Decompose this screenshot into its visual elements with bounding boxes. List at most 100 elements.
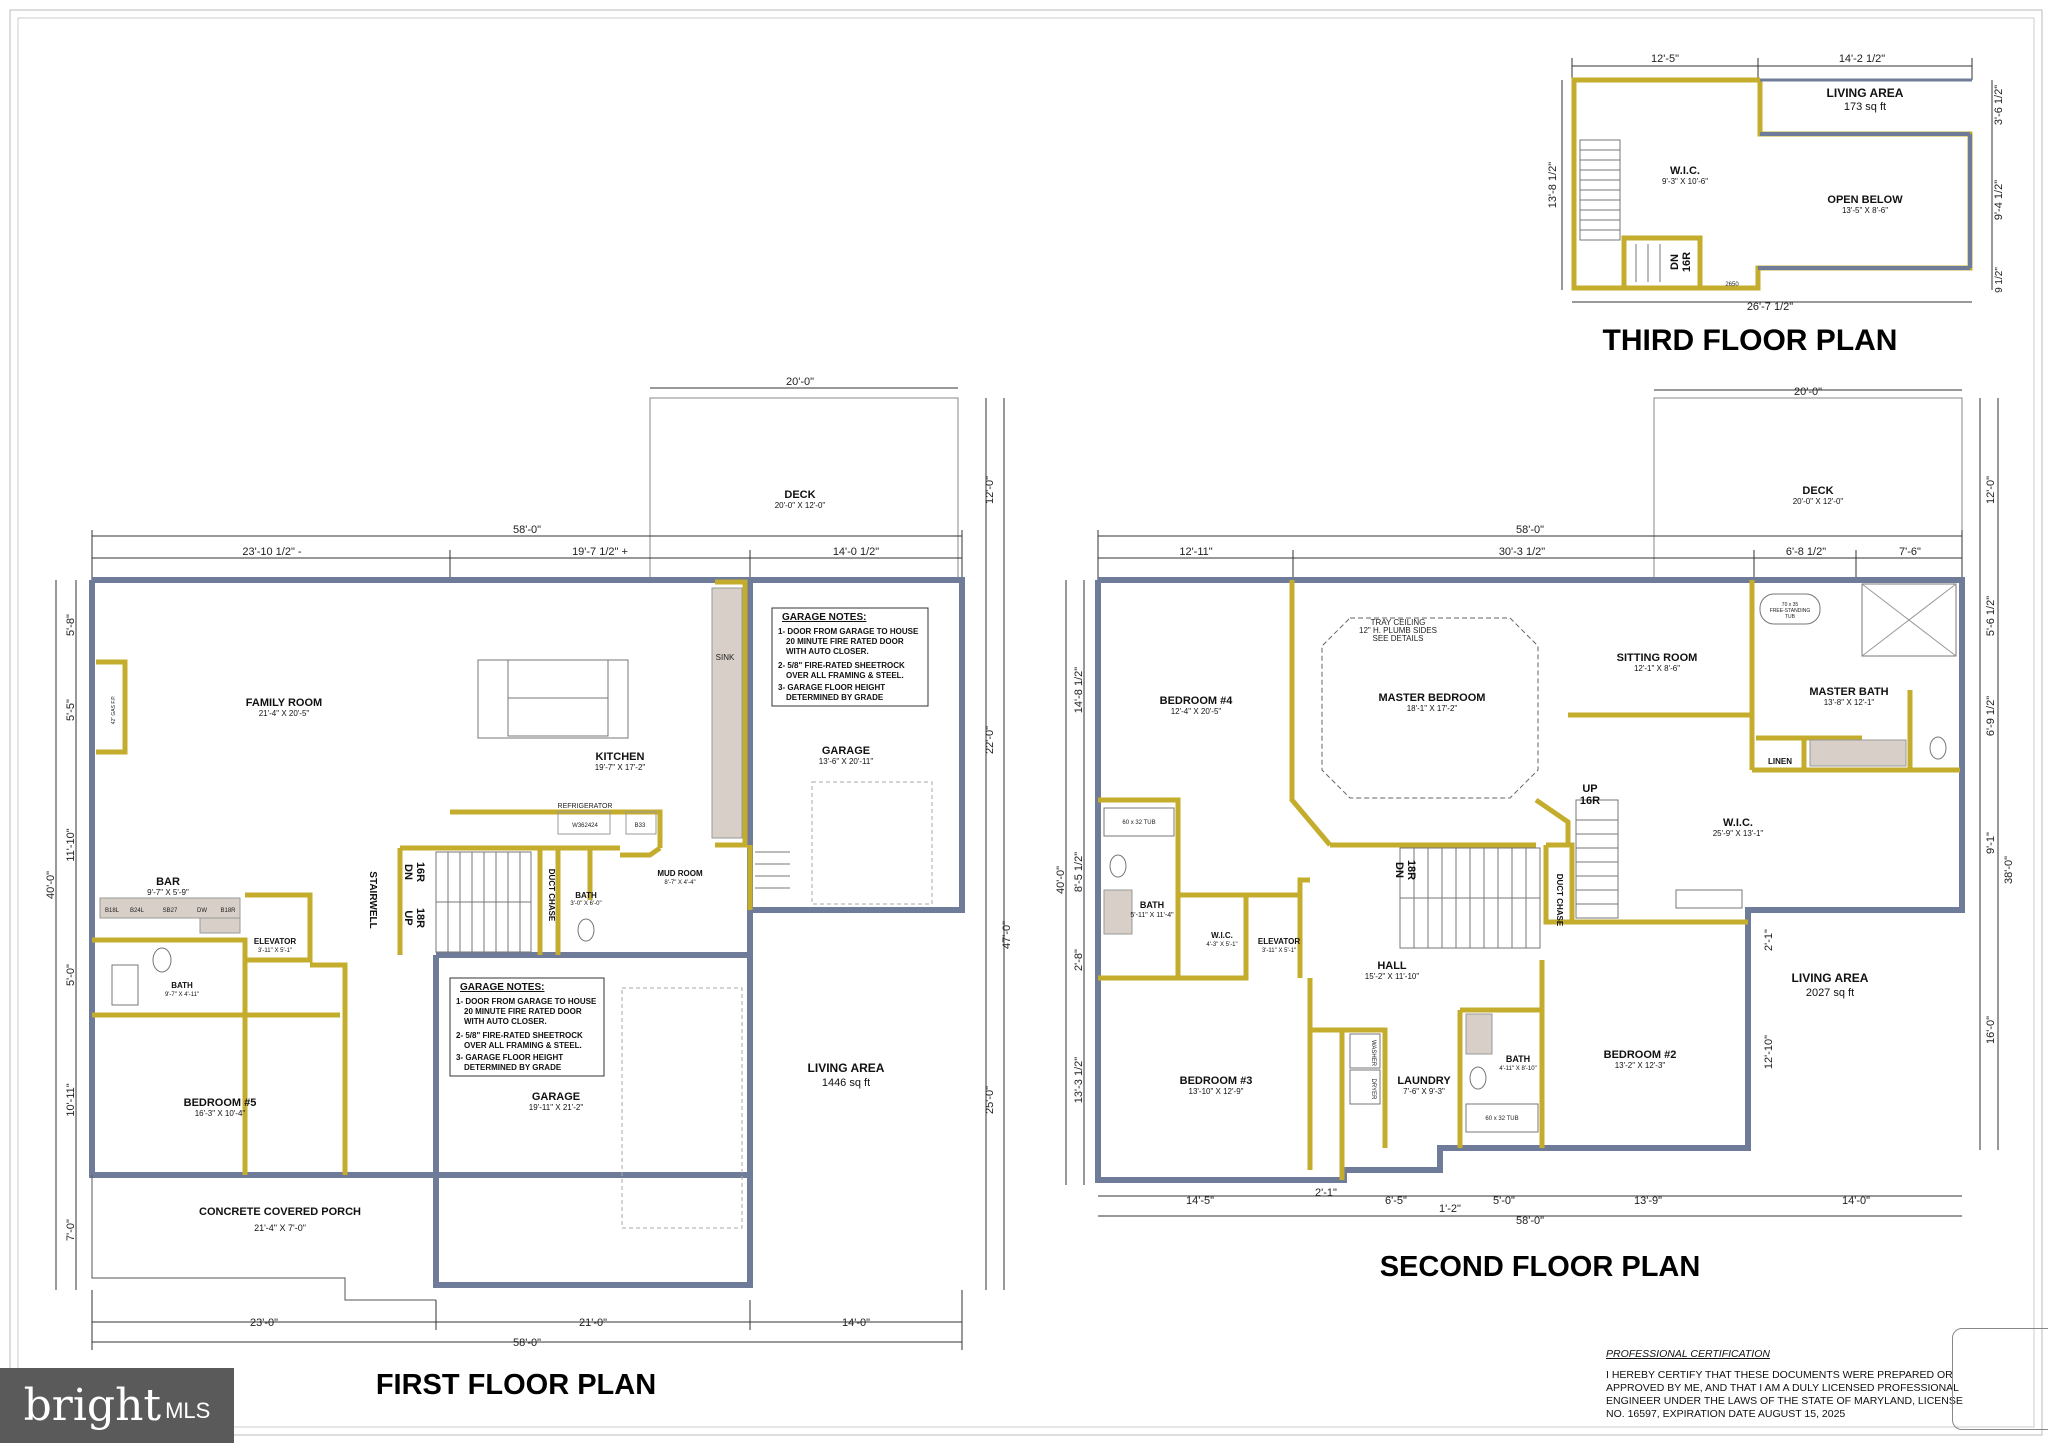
second-master-bedroom-label: MASTER BEDROOM (1379, 692, 1486, 704)
dim-third-left: 13'-8 1/2" (1547, 162, 1559, 208)
third-stair-risers: 16R (1681, 252, 1693, 272)
dim-third-right-c: 9 1/2" (1994, 267, 2005, 293)
second-living-area-label: LIVING AREA (1792, 971, 1869, 985)
svg-text:B18R: B18R (220, 908, 236, 914)
third-wic-label: W.I.C. (1670, 165, 1700, 177)
dim-first-left-f: 7'-0" (65, 1219, 77, 1241)
bright-mls-logo: bright MLS (0, 1368, 234, 1443)
second-elevator-size: 3'-11" X 5'-1" (1262, 948, 1296, 954)
third-floor-title: THIRD FLOOR PLAN (1603, 324, 1898, 357)
third-open-below-label: OPEN BELOW (1827, 194, 1903, 206)
second-bath-b-label: BATH (1506, 1054, 1530, 1064)
first-garage-note-b1: 1- DOOR FROM GARAGE TO HOUSE (456, 997, 597, 1006)
svg-text:42" GAS F.P.: 42" GAS F.P. (111, 696, 117, 725)
first-garage-note-a2: 20 MINUTE FIRE RATED DOOR (786, 637, 904, 646)
first-garage-rear-size: 13'-6" X 20'-11" (819, 757, 874, 766)
second-washer-label: WASHER (1370, 1040, 1376, 1067)
second-deck-label: DECK (1802, 485, 1833, 497)
first-garage-note-a5: OVER ALL FRAMING & STEEL. (786, 671, 904, 680)
second-elevator-label: ELEVATOR (1258, 937, 1300, 946)
dim-second-top-b: 30'-3 1/2" (1499, 546, 1545, 558)
first-mudroom-label: MUD ROOM (657, 869, 703, 878)
first-stair-dn-dir: DN (402, 864, 414, 880)
second-tray-note-2: 12" H. PLUMB SIDES (1359, 626, 1437, 635)
first-deck-label: DECK (784, 489, 815, 501)
second-stair-dn-risers: 18R (1405, 860, 1417, 880)
first-bar-size: 9'-7" X 5'-9" (147, 888, 189, 897)
second-wic-small-label: W.I.C. (1211, 931, 1233, 940)
first-bar-label: BAR (156, 876, 180, 888)
third-living-area-size: 173 sq ft (1844, 101, 1886, 113)
second-bath-a-label: BATH (1140, 900, 1164, 910)
dim-second-left-total: 40'-0" (1055, 866, 1067, 894)
third-wic-size: 9'-3" X 10'-6" (1662, 177, 1708, 186)
dim-second-right-total: 38'-0" (2003, 856, 2015, 884)
dim-first-left-d: 5'-0" (65, 964, 77, 986)
second-wic-size: 25'-9" X 13'-1" (1713, 829, 1764, 838)
second-tub-label-a: 60 x 32 TUB (1122, 820, 1155, 826)
first-halfbath-size: 3'-0" X 6'-0" (570, 901, 601, 907)
first-garage-note-b5: OVER ALL FRAMING & STEEL. (464, 1041, 582, 1050)
dim-second-left-b: 8'-5 1/2" (1073, 852, 1085, 892)
second-bedroom3-label: BEDROOM #3 (1180, 1075, 1253, 1087)
first-bath-size: 9'-7" X 4'-11" (165, 992, 199, 998)
second-living-area-size: 2027 sq ft (1806, 987, 1854, 999)
dim-second-bottom-d: 1'-2" (1439, 1203, 1461, 1215)
second-hall-label: HALL (1377, 960, 1407, 972)
third-floor-plan: 12'-5" 14'-2 1/2" 26'-7 1/2" 13'-8 1/2" … (1547, 53, 2005, 357)
second-bedroom2-size: 13'-2" X 12'-3" (1615, 1061, 1666, 1070)
first-stairwell-label: STAIRWELL (367, 871, 378, 928)
second-sitting-room-label: SITTING ROOM (1617, 652, 1698, 664)
second-laundry-size: 7'-6" X 9'-3" (1403, 1087, 1445, 1096)
first-duct-chase: DUCT CHASE (547, 869, 556, 922)
logo-brand: bright (23, 1380, 162, 1431)
second-stair-up-risers: 16R (1580, 795, 1600, 807)
dim-first-bottom-c: 14'-0" (842, 1317, 870, 1329)
first-porch-label: CONCRETE COVERED PORCH (199, 1206, 361, 1218)
second-dryer-label: DRYER (1370, 1079, 1376, 1101)
dim-first-top-a: 23'-10 1/2" - (242, 546, 302, 558)
first-floor-plan: 20'-0" DECK 20'-0" X 12'-0" 58'-0" 23'-1… (45, 376, 1013, 1401)
certification-heading: PROFESSIONAL CERTIFICATION (1606, 1348, 1770, 1360)
dim-first-bottom-b: 21'-0" (579, 1317, 607, 1329)
second-bedroom3-size: 13'-10" X 12'-9" (1189, 1087, 1244, 1096)
svg-text:B24L: B24L (130, 908, 145, 914)
first-porch-size: 21'-4" X 7'-0" (254, 1223, 306, 1233)
first-bedroom5-size: 16'-3" X 10'-4" (195, 1109, 246, 1118)
first-garage-note-a6: 3- GARAGE FLOOR HEIGHT (778, 683, 885, 692)
second-tub-note-3: TUB (1785, 614, 1796, 620)
first-family-room-label: FAMILY ROOM (246, 697, 322, 709)
second-linen-label: LINEN (1768, 757, 1792, 766)
dim-third-right-a: 3'-6 1/2" (1993, 85, 2005, 125)
dim-first-left-c: 11'-10" (65, 828, 77, 861)
dim-second-deck: 20'-0" (1794, 386, 1822, 398)
second-hall-size: 15'-2" X 11'-10" (1365, 972, 1420, 981)
first-kitchen-size: 19'-7" X 17'-2" (595, 763, 646, 772)
second-tub-note-2: FREE-STANDING (1770, 608, 1811, 614)
dim-third-top-left: 12'-5" (1651, 53, 1679, 65)
third-living-area-label: LIVING AREA (1827, 86, 1904, 100)
first-floor-title: FIRST FLOOR PLAN (376, 1369, 656, 1401)
dim-second-top-c: 6'-8 1/2" (1786, 546, 1826, 558)
dim-first-left-e: 10'-11" (65, 1083, 77, 1116)
dim-second-left-d: 13'-3 1/2" (1073, 1057, 1085, 1103)
second-deck-size: 20'-0" X 12'-0" (1793, 497, 1844, 506)
first-garage-note-a4: 2- 5/8" FIRE-RATED SHEETROCK (778, 661, 905, 670)
first-garage-note-b4: 2- 5/8" FIRE-RATED SHEETROCK (456, 1031, 583, 1040)
dim-first-bottom-a: 23'-0" (250, 1317, 278, 1329)
dim-second-top-a: 12'-11" (1179, 546, 1212, 558)
first-garage-note-b7: DETERMINED BY GRADE (464, 1063, 562, 1072)
first-elevator-label: ELEVATOR (254, 937, 296, 946)
dim-third-right-b: 9'-4 1/2" (1993, 180, 2005, 220)
second-tray-note-3: SEE DETAILS (1373, 634, 1424, 643)
second-duct-chase: DUCT CHASE (1555, 874, 1564, 927)
second-master-bath-size: 13'-8" X 12'-1" (1824, 698, 1875, 707)
first-refrigerator-label: REFRIGERATOR (558, 803, 613, 810)
first-stair-up-dir: UP (402, 910, 414, 925)
dim-second-bottom-a: 14'-5" (1186, 1195, 1214, 1207)
dim-second-right-f: 16'-0" (1985, 1016, 1997, 1044)
dim-second-left-c: 2'-8" (1073, 949, 1085, 971)
first-garage-note-b3: WITH AUTO CLOSER. (464, 1017, 547, 1026)
second-laundry-label: LAUNDRY (1397, 1075, 1451, 1087)
